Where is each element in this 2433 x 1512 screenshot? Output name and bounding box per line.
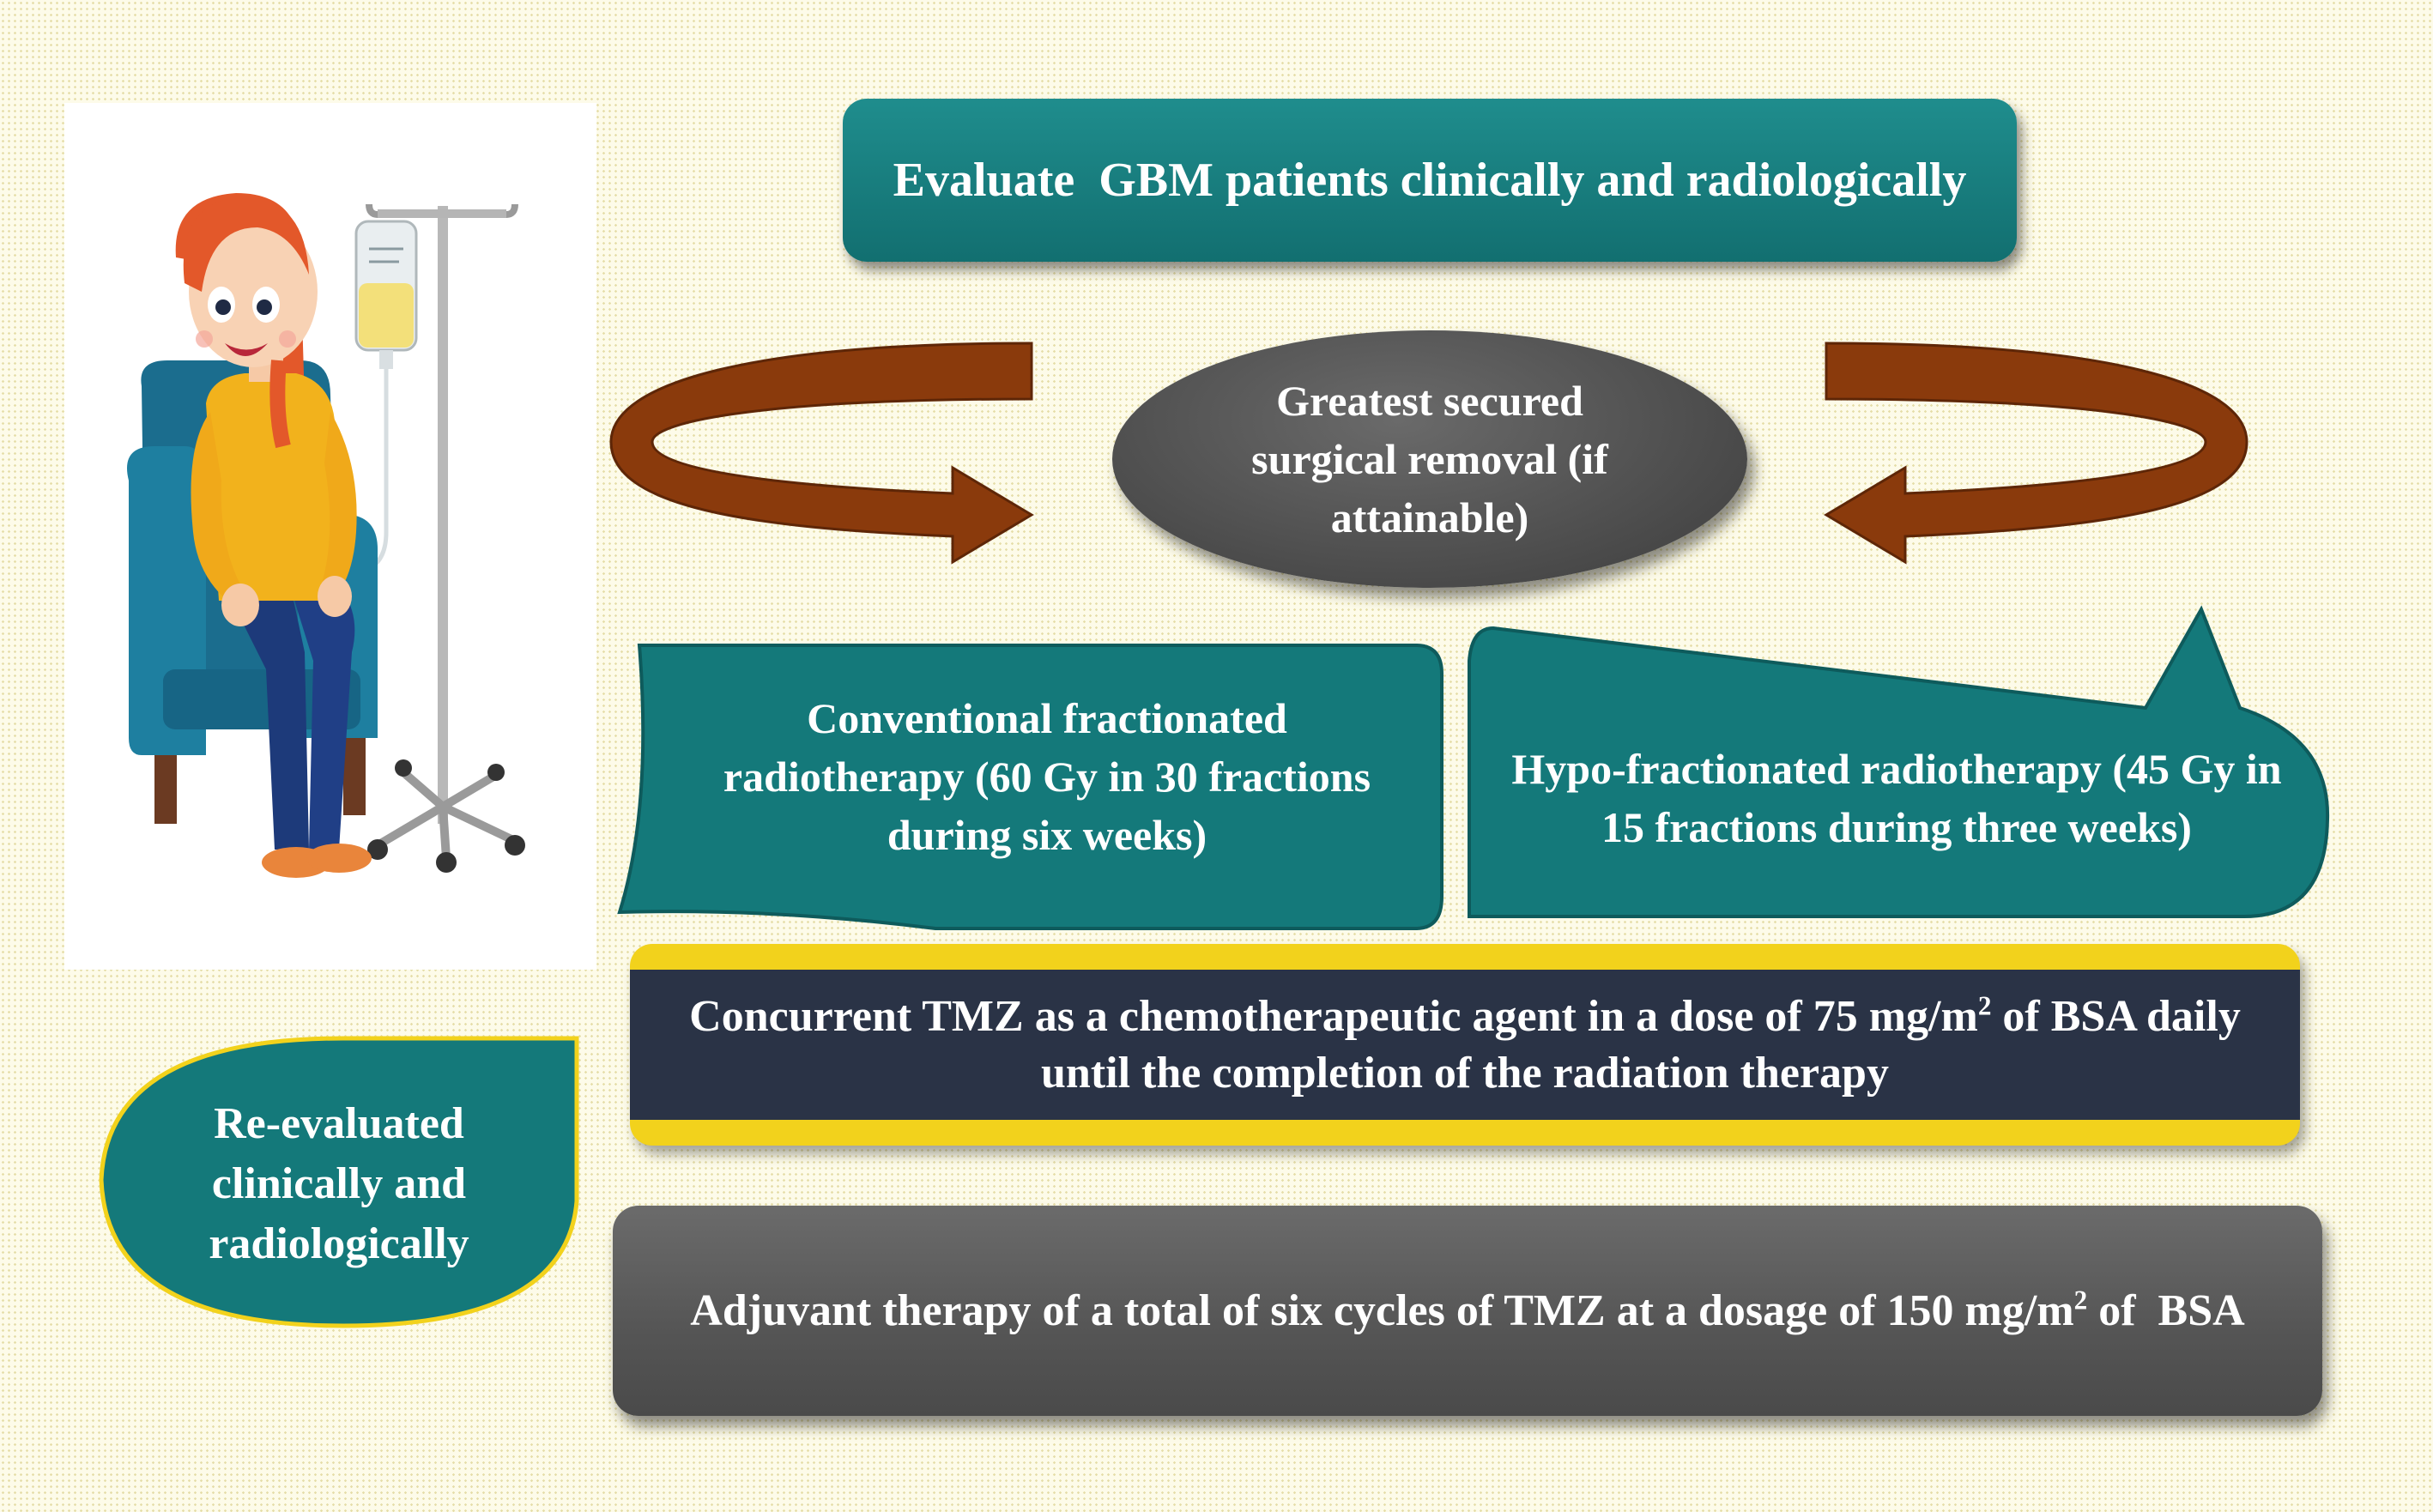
reevaluated-line-3: radiologically: [209, 1219, 469, 1268]
hypo-rt-shape: [1468, 605, 2330, 918]
surgery-text: Greatest secured surgical removal (if at…: [1251, 372, 1608, 547]
concurrent-line-1-post: of BSA daily: [1991, 991, 2241, 1041]
left-curved-arrow-icon: [609, 342, 1034, 565]
concurrent-superscript: 2: [1977, 990, 1992, 1021]
evaluate-label: Evaluate GBM patients clinically and rad…: [893, 154, 1967, 207]
conventional-line-2: radiotherapy (60 Gy in 30 fractions: [723, 753, 1371, 801]
concurrent-line-2: until the completion of the radiation th…: [1041, 1048, 1889, 1098]
hypo-line-1: Hypo-fractionated radiotherapy (45 Gy in: [1511, 745, 2282, 793]
adjuvant-post: of BSA: [2087, 1286, 2245, 1335]
surgery-line-2: surgical removal (if: [1251, 435, 1608, 483]
conventional-rt-text: Conventional fractionated radiotherapy (…: [652, 678, 1442, 875]
adjuvant-therapy-box: Adjuvant therapy of a total of six cycle…: [613, 1206, 2322, 1416]
adjuvant-pre: Adjuvant therapy of a total of six cycle…: [690, 1286, 2074, 1335]
conventional-rt-shape: [617, 644, 1443, 930]
adjuvant-text: Adjuvant therapy of a total of six cycle…: [690, 1285, 2244, 1336]
adjuvant-superscript: 2: [2073, 1285, 2088, 1315]
concurrent-line-1-pre: Concurrent TMZ as a chemotherapeutic age…: [689, 991, 1978, 1041]
reevaluated-line-1: Re-evaluated: [214, 1099, 464, 1148]
conventional-line-3: during six weeks): [887, 811, 1207, 859]
hypo-line-2: 15 fractions during three weeks): [1601, 803, 2192, 851]
reevaluated-text: Re-evaluated clinically and radiological…: [129, 1081, 549, 1287]
surgical-removal-oval: Greatest secured surgical removal (if at…: [1112, 330, 1747, 588]
conventional-line-1: Conventional fractionated: [807, 694, 1287, 742]
concurrent-line-1: Concurrent TMZ as a chemotherapeutic age…: [689, 989, 2241, 1045]
hypo-rt-text: Hypo-fractionated radiotherapy (45 Gy in…: [1476, 729, 2317, 867]
surgery-line-3: attainable): [1330, 493, 1529, 541]
concurrent-tmz-box: Concurrent TMZ as a chemotherapeutic age…: [630, 944, 2300, 1146]
evaluate-box: Evaluate GBM patients clinically and rad…: [843, 99, 2017, 262]
woman-patient-icon: [175, 193, 372, 878]
right-curved-arrow-icon: [1824, 342, 2248, 565]
surgery-line-1: Greatest secured: [1276, 377, 1583, 425]
concurrent-tmz-inner: Concurrent TMZ as a chemotherapeutic age…: [630, 970, 2300, 1120]
reevaluated-shape: [99, 1036, 579, 1328]
iv-pole-icon: [325, 203, 525, 873]
reevaluated-line-2: clinically and: [211, 1159, 467, 1208]
